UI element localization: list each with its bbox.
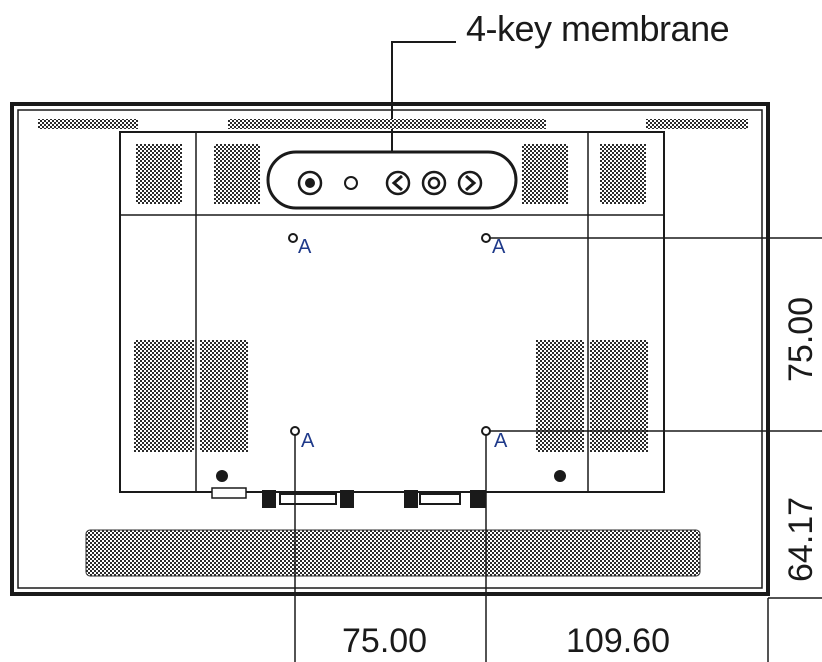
rear-panel: [119, 131, 665, 493]
speaker-grille: [85, 529, 701, 577]
dimension-vertical-upper: 75.00: [782, 296, 820, 382]
dimension-horizontal-right: 109.60: [566, 622, 670, 660]
top-vent-slots: [38, 119, 748, 129]
bottom-connectors: [211, 487, 486, 508]
hole-label-top-left: A: [298, 236, 312, 258]
dimension-lines: [294, 237, 822, 662]
mounting-holes: [288, 233, 491, 436]
indicator-led-icon: [344, 176, 358, 190]
dimension-vertical-lower: 64.17: [782, 496, 820, 582]
outer-chassis: [10, 102, 770, 596]
hole-label-bottom-left: A: [301, 430, 315, 452]
membrane-callout-label: 4-key membrane: [466, 8, 730, 49]
lower-vent-grilles: [134, 340, 648, 452]
foot-screws: [216, 470, 566, 482]
title-leader-line: [391, 41, 456, 158]
power-button-icon: [297, 170, 323, 196]
hole-label-top-right: A: [492, 236, 506, 258]
upper-vent-grilles: [136, 144, 646, 204]
hole-label-bottom-right: A: [494, 430, 508, 452]
dimension-horizontal-left: 75.00: [342, 622, 428, 660]
left-arrow-button-icon: [385, 170, 411, 196]
right-arrow-button-icon: [457, 170, 483, 196]
menu-button-icon: [421, 170, 447, 196]
